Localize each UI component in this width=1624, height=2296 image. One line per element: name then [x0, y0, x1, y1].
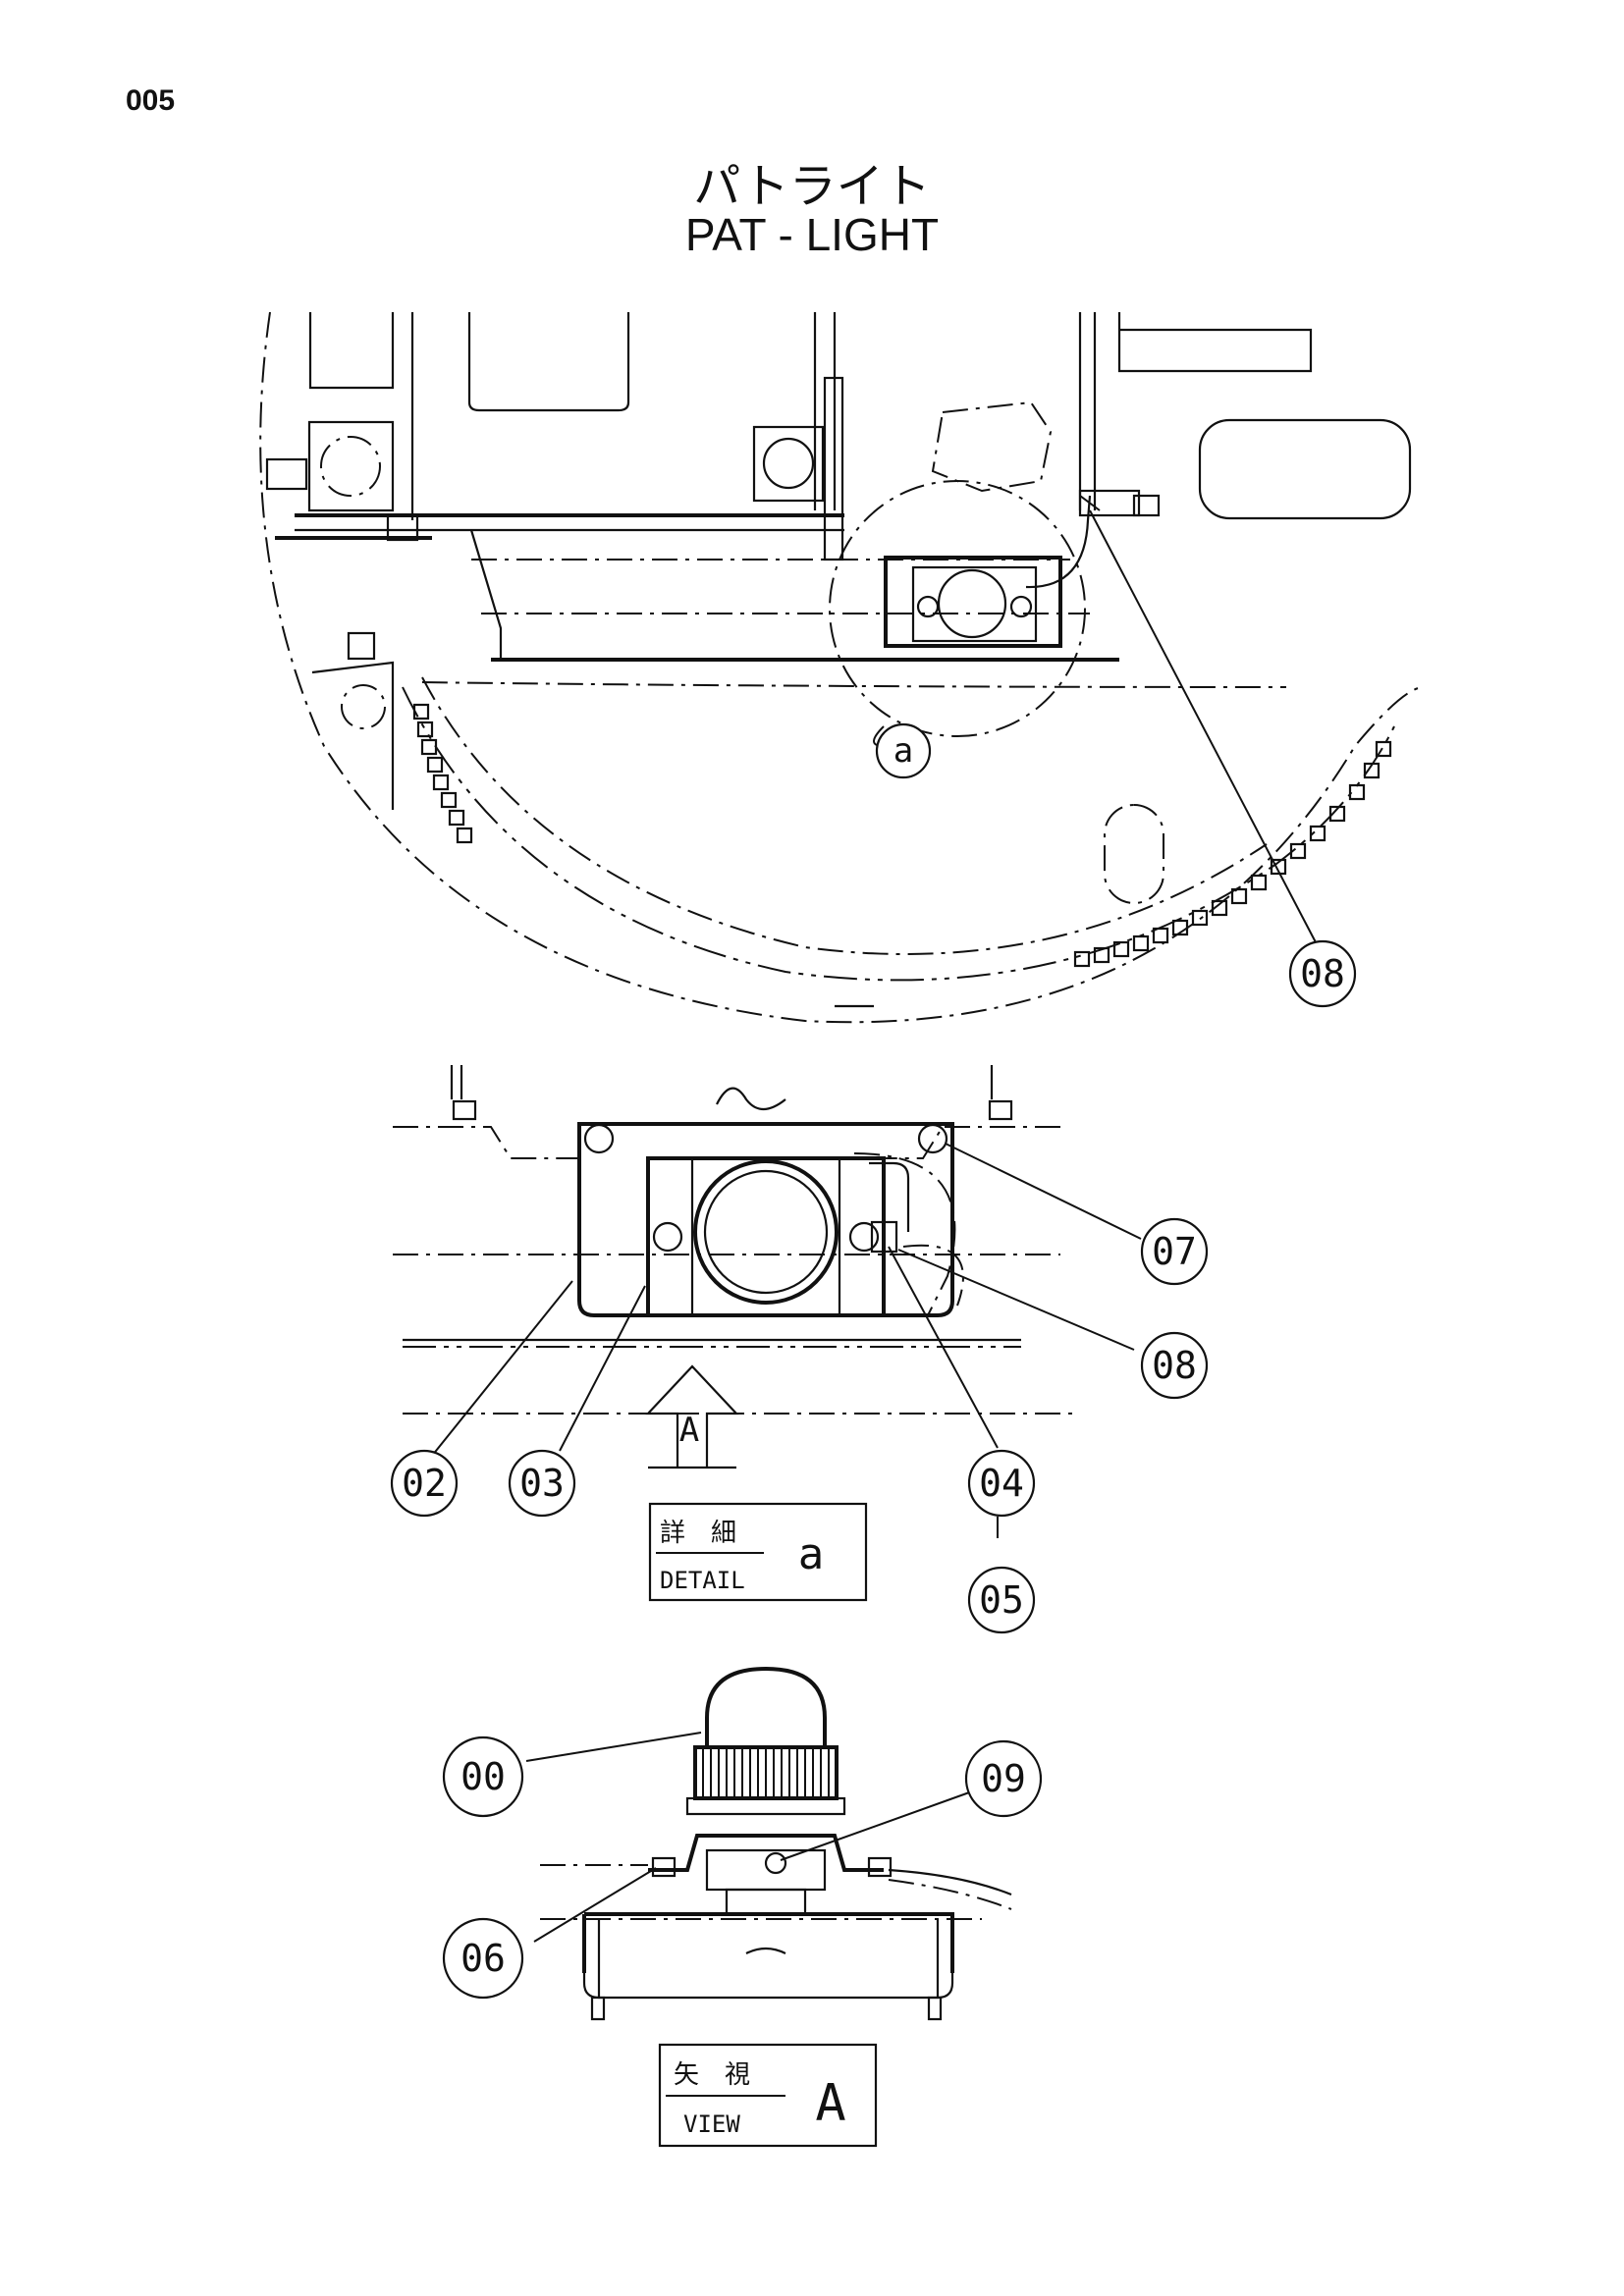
detail-label-box: 詳 細 DETAIL a	[648, 1502, 868, 1602]
detail-a-drawing	[393, 1065, 1142, 1538]
callout-06: 06	[442, 1917, 524, 2000]
svg-text:09: 09	[981, 1757, 1026, 1800]
page-number: 005	[126, 84, 176, 117]
callout-07: 07	[1140, 1217, 1209, 1286]
svg-text:05: 05	[979, 1578, 1024, 1622]
view-label-box: 矢 視 VIEW A	[658, 2043, 878, 2148]
bolt-chain-left	[412, 703, 473, 844]
title-japanese: パトライト	[693, 159, 931, 214]
svg-text:06: 06	[460, 1937, 506, 1980]
view-a-drawing	[525, 1666, 1012, 2021]
svg-text:08: 08	[1152, 1344, 1197, 1387]
overview-drawing	[259, 311, 1425, 1024]
view-label-en: VIEW	[683, 2110, 740, 2138]
detail-label-en: DETAIL	[660, 1567, 745, 1594]
svg-text:04: 04	[979, 1462, 1024, 1505]
callout-08-top: 08	[1288, 939, 1357, 1008]
view-arrow-label: A	[679, 1411, 699, 1450]
svg-text:07: 07	[1152, 1230, 1197, 1273]
svg-text:08: 08	[1300, 952, 1345, 995]
callout-09: 09	[964, 1739, 1043, 1818]
detail-marker-a: a	[875, 722, 932, 779]
callout-05: 05	[967, 1566, 1036, 1634]
svg-text:00: 00	[460, 1755, 506, 1798]
callout-03: 03	[508, 1449, 576, 1518]
svg-text:02: 02	[402, 1462, 447, 1505]
callout-04: 04	[967, 1449, 1036, 1518]
svg-text:03: 03	[519, 1462, 565, 1505]
view-label-ref: A	[815, 2074, 845, 2133]
view-label-jp: 矢 視	[674, 2060, 750, 2090]
bolt-chain-right	[1073, 740, 1392, 968]
callout-02: 02	[390, 1449, 459, 1518]
callout-08-mid: 08	[1140, 1331, 1209, 1400]
svg-text:a: a	[893, 731, 913, 771]
title-english: PAT - LIGHT	[684, 209, 940, 260]
detail-label-ref: a	[798, 1529, 825, 1579]
callout-00: 00	[442, 1735, 524, 1818]
detail-label-jp: 詳 細	[660, 1519, 736, 1548]
